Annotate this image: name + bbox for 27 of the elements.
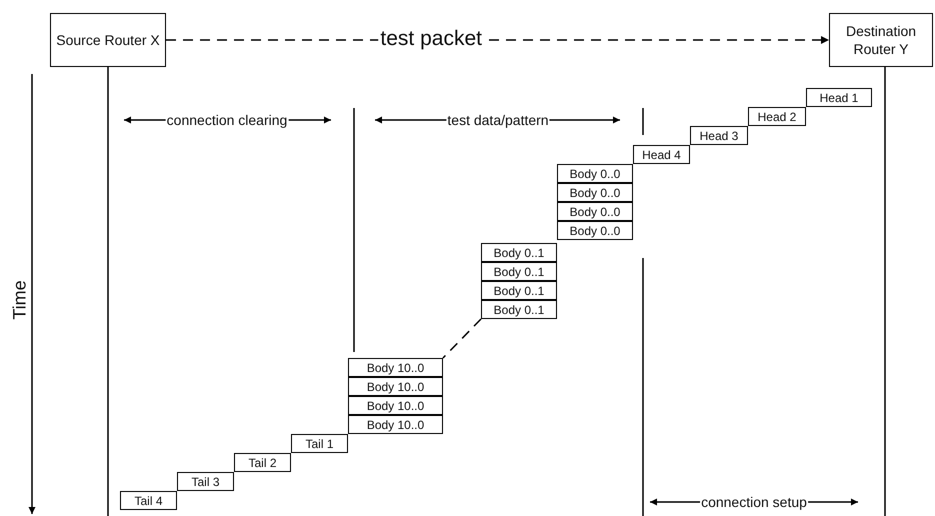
flit-box: Body 10..0	[348, 358, 443, 377]
flit-box: Head 4	[633, 145, 690, 164]
flit-box: Body 0..0	[557, 221, 633, 240]
flit-box: Tail 4	[120, 491, 177, 510]
flit-box: Body 0..0	[557, 164, 633, 183]
flit-box: Body 0..0	[557, 202, 633, 221]
flit-box: Body 0..1	[481, 300, 557, 319]
axis-label: Time	[10, 280, 30, 320]
phase-label: connection clearing	[166, 112, 288, 128]
flit-box: Tail 3	[177, 472, 234, 491]
phase-label: test data/pattern	[446, 112, 550, 128]
flit-box: Head 3	[690, 126, 748, 145]
flit-box: Body 10..0	[348, 377, 443, 396]
flit-box: Body 10..0	[348, 415, 443, 434]
flit-box: Head 1	[806, 88, 872, 107]
flit-box: Tail 2	[234, 453, 291, 472]
flit-box: Tail 1	[291, 434, 348, 453]
router-box: Destination Router Y	[829, 13, 933, 67]
flit-box: Head 2	[748, 107, 806, 126]
flit-box: Body 10..0	[348, 396, 443, 415]
router-box: Source Router X	[50, 13, 166, 67]
edge-label: test packet	[378, 27, 484, 51]
flit-box: Body 0..1	[481, 243, 557, 262]
flit-box: Body 0..1	[481, 281, 557, 300]
flit-box: Body 0..0	[557, 183, 633, 202]
phase-label: connection setup	[700, 494, 808, 510]
flit-box: Body 0..1	[481, 262, 557, 281]
